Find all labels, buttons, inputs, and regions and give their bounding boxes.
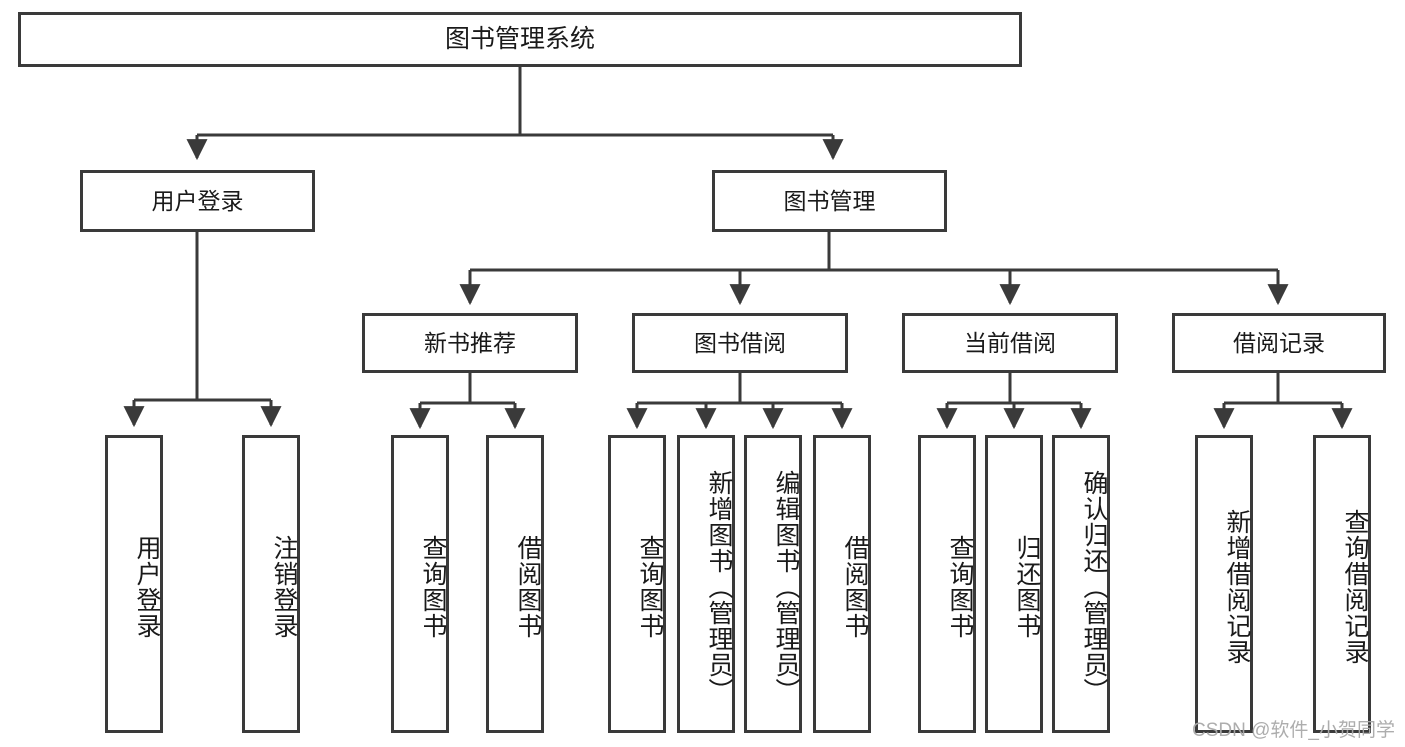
node-borrow-record[interactable]: 借阅记录	[1172, 313, 1386, 373]
leaf-current-borrow-return-book[interactable]: 归还图书	[985, 435, 1043, 733]
leaf-borrow-record-add-record[interactable]: 新增借阅记录	[1195, 435, 1253, 733]
node-label: 查询图书	[946, 535, 974, 639]
node-label: 确认归还（管理员）	[1080, 470, 1108, 704]
leaf-new-book-borrow-book[interactable]: 借阅图书	[486, 435, 544, 733]
node-label: 用户登录	[151, 187, 244, 214]
leaf-current-borrow-query-book[interactable]: 查询图书	[918, 435, 976, 733]
leaf-current-borrow-confirm-return-admin[interactable]: 确认归还（管理员）	[1052, 435, 1110, 733]
csdn-watermark: CSDN @软件_小贺同学	[1192, 720, 1395, 741]
node-label: 新书推荐	[424, 329, 516, 356]
node-user-login[interactable]: 用户登录	[80, 170, 315, 232]
leaf-borrow-record-query-record[interactable]: 查询借阅记录	[1313, 435, 1371, 733]
node-label: 图书借阅	[694, 329, 786, 356]
node-label: 归还图书	[1013, 535, 1041, 639]
node-label: 图书管理	[783, 187, 876, 214]
node-book-borrow[interactable]: 图书借阅	[632, 313, 848, 373]
node-label: 查询图书	[419, 535, 447, 639]
node-book-management[interactable]: 图书管理	[712, 170, 947, 232]
node-label: 当前借阅	[964, 329, 1056, 356]
leaf-book-borrow-add-book-admin[interactable]: 新增图书（管理员）	[677, 435, 735, 733]
node-label: 注销登录	[270, 535, 298, 639]
leaf-book-borrow-borrow-book[interactable]: 借阅图书	[813, 435, 871, 733]
leaf-user-login-login[interactable]: 用户登录	[105, 435, 163, 733]
node-label: 新增借阅记录	[1223, 509, 1251, 665]
node-root-book-management-system[interactable]: 图书管理系统	[18, 12, 1022, 67]
leaf-user-login-logout[interactable]: 注销登录	[242, 435, 300, 733]
node-label: 编辑图书（管理员）	[772, 470, 800, 704]
node-label: 借阅图书	[841, 535, 869, 639]
node-current-borrow[interactable]: 当前借阅	[902, 313, 1118, 373]
node-label: 借阅图书	[514, 535, 542, 639]
node-label: 用户登录	[133, 535, 161, 639]
node-label: 图书管理系统	[444, 25, 595, 54]
node-label: 查询图书	[636, 535, 664, 639]
leaf-book-borrow-query-book[interactable]: 查询图书	[608, 435, 666, 733]
leaf-book-borrow-edit-book-admin[interactable]: 编辑图书（管理员）	[744, 435, 802, 733]
node-new-book-recommend[interactable]: 新书推荐	[362, 313, 578, 373]
leaf-new-book-query-book[interactable]: 查询图书	[391, 435, 449, 733]
node-label: 借阅记录	[1233, 329, 1325, 356]
node-label: 新增图书（管理员）	[705, 470, 733, 704]
node-label: 查询借阅记录	[1341, 509, 1369, 665]
